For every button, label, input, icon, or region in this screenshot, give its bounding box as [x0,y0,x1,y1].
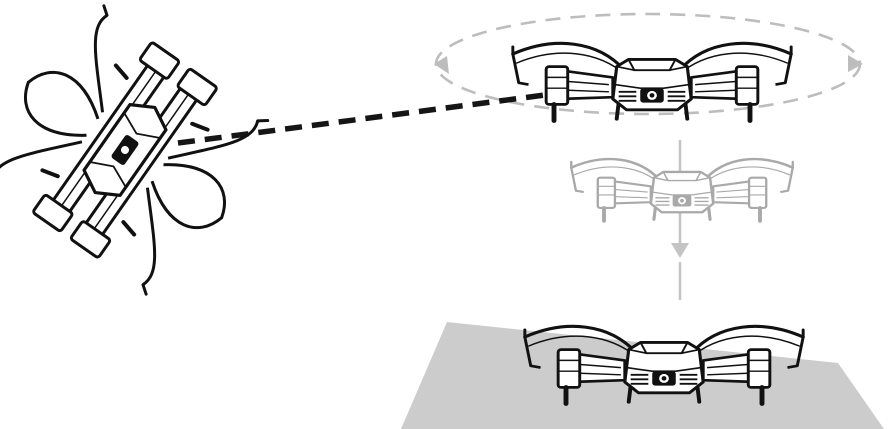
drone-icon [0,0,282,305]
flight-path-line [178,92,568,143]
drone-icon [513,43,791,120]
down-arrow-icon [671,140,689,300]
drone-icon [571,159,793,221]
